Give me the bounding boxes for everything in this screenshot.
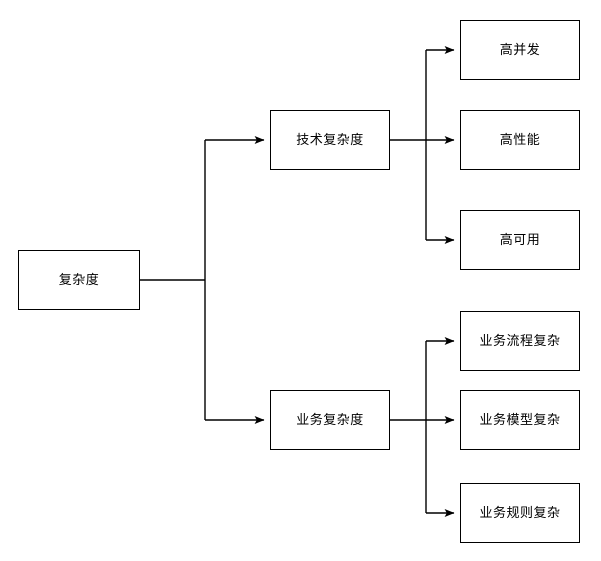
node-complex-business-rules[interactable]: 业务规则复杂 <box>460 483 580 543</box>
node-complex-business-process[interactable]: 业务流程复杂 <box>460 311 580 371</box>
node-complex-business-model-label: 业务模型复杂 <box>479 412 561 428</box>
node-high-availability-label: 高可用 <box>499 232 541 248</box>
node-complex-business-model[interactable]: 业务模型复杂 <box>460 390 580 450</box>
node-complex-business-process-label: 业务流程复杂 <box>479 333 561 349</box>
node-business-complexity-label: 业务复杂度 <box>296 412 364 428</box>
node-root-label: 复杂度 <box>58 272 100 288</box>
node-high-availability[interactable]: 高可用 <box>460 210 580 270</box>
node-high-concurrency-label: 高并发 <box>499 42 541 58</box>
node-root[interactable]: 复杂度 <box>18 250 140 310</box>
node-complex-business-rules-label: 业务规则复杂 <box>479 505 561 521</box>
node-tech-complexity-label: 技术复杂度 <box>296 132 364 148</box>
node-high-performance[interactable]: 高性能 <box>460 110 580 170</box>
node-business-complexity[interactable]: 业务复杂度 <box>270 390 390 450</box>
node-high-performance-label: 高性能 <box>499 132 541 148</box>
node-tech-complexity[interactable]: 技术复杂度 <box>270 110 390 170</box>
node-high-concurrency[interactable]: 高并发 <box>460 20 580 80</box>
